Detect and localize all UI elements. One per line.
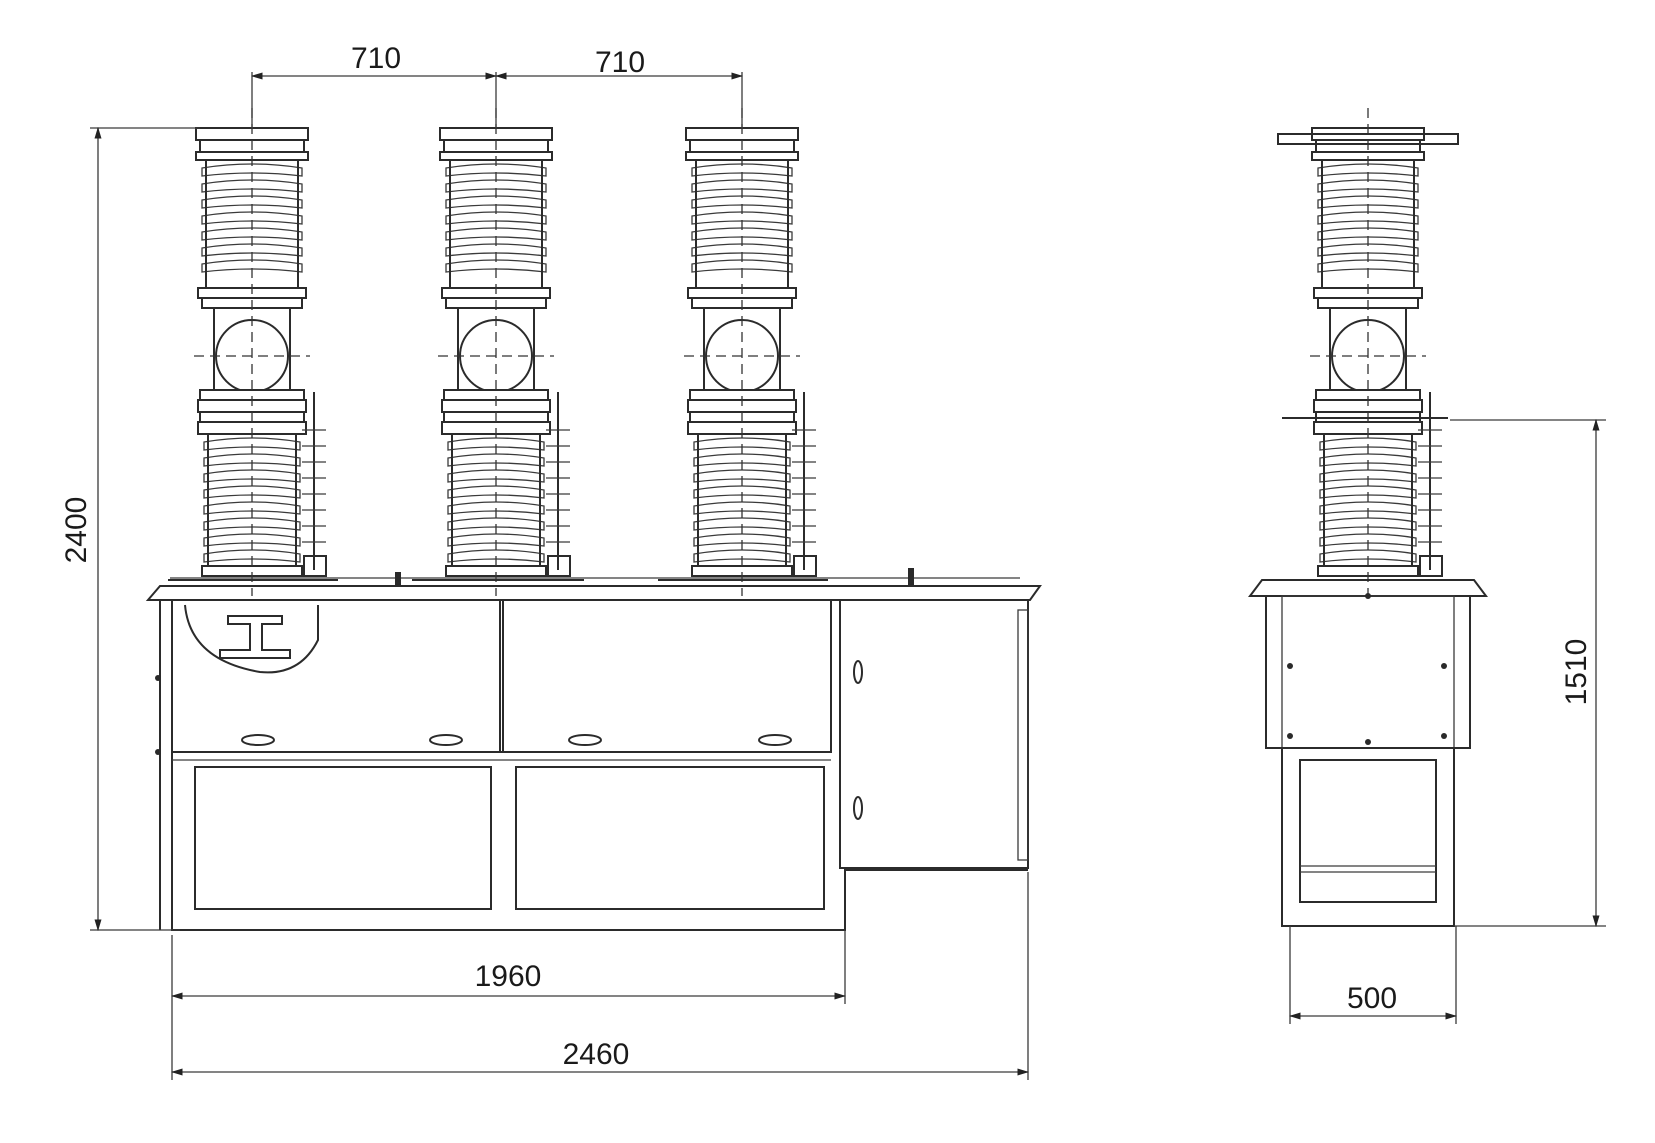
front-view <box>145 107 1042 931</box>
dim-label-500: 500 <box>1347 982 1397 1015</box>
dim-label-1960: 1960 <box>475 960 542 993</box>
side-view <box>1248 107 1488 927</box>
pole-left <box>193 107 327 597</box>
dim-label-710-left: 710 <box>351 42 401 75</box>
dim-label-2400: 2400 <box>60 497 93 564</box>
pole-right <box>683 107 817 597</box>
side-pole <box>1309 107 1443 597</box>
dimension-lines <box>90 72 1606 1080</box>
pole-center <box>437 107 571 597</box>
door-handle <box>241 660 863 820</box>
front-cabinet <box>145 568 1042 931</box>
dim-label-1510: 1510 <box>1560 639 1593 706</box>
dim-label-710-right: 710 <box>595 46 645 79</box>
dim-label-2460: 2460 <box>563 1038 630 1071</box>
